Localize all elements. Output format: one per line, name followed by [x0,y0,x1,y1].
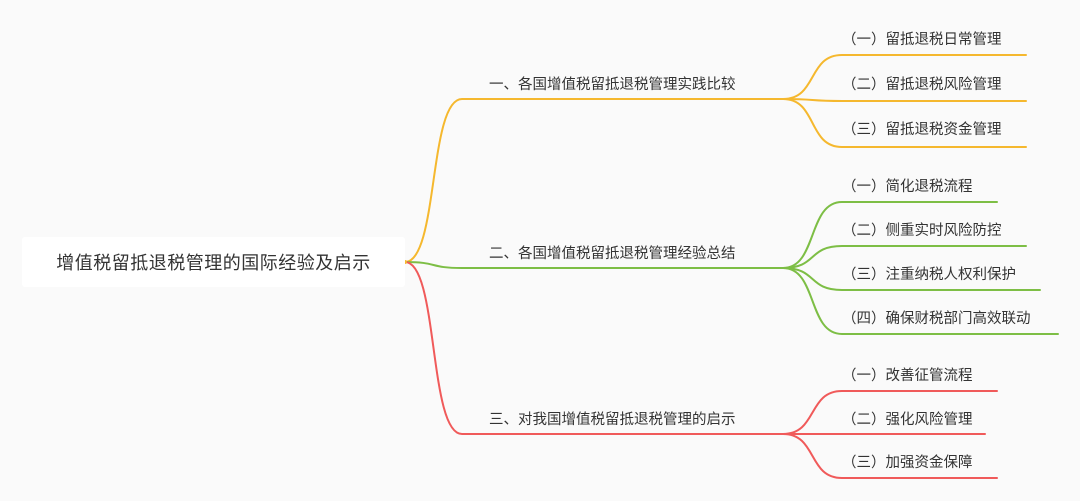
leaf-node-1-3[interactable]: （三）留抵退税资金管理 [842,120,1002,140]
leaf-node-2-1-label: （一）简化退税流程 [842,179,973,195]
leaf-node-3-3-label: （三）加强资金保障 [842,455,973,471]
leaf-node-1-1[interactable]: （一）留抵退税日常管理 [842,30,1002,50]
leaf-node-2-2-label: （二）侧重实时风险防控 [842,223,1002,239]
root-node-label: 增值税留抵退税管理的国际经验及启示 [56,253,371,274]
branch-node-3[interactable]: 三、对我国增值税留抵退税管理的启示 [489,410,736,430]
branch-node-2[interactable]: 二、各国增值税留抵退税管理经验总结 [489,244,736,264]
leaf-connector-1-3 [782,98,1027,148]
leaf-node-2-2[interactable]: （二）侧重实时风险防控 [842,221,1002,241]
leaf-node-2-4-label: （四）确保财税部门高效联动 [842,311,1031,327]
branch-node-1[interactable]: 一、各国增值税留抵退税管理实践比较 [489,75,736,95]
leaf-connector-2-3 [782,267,1041,291]
leaf-connector-1-1 [782,54,1027,100]
leaf-node-1-1-label: （一）留抵退税日常管理 [842,32,1002,48]
leaf-node-3-3[interactable]: （三）加强资金保障 [842,453,973,473]
branch-connector-1 [404,98,784,263]
branch-node-3-label: 三、对我国增值税留抵退税管理的启示 [489,412,736,428]
leaf-node-2-3-label: （三）注重纳税人权利保护 [842,267,1016,283]
leaf-node-3-2-label: （二）强化风险管理 [842,412,973,428]
branch-connector-2 [404,261,784,269]
branch-connector-3 [404,261,784,435]
leaf-connector-2-4 [782,267,1059,335]
leaf-connector-3-1 [782,390,998,435]
leaf-connector-2-1 [782,201,998,269]
leaf-connector-2-2 [782,245,1027,269]
leaf-node-1-2-label: （二）留抵退税风险管理 [842,77,1002,93]
leaf-node-2-4[interactable]: （四）确保财税部门高效联动 [842,309,1031,329]
leaf-node-3-1-label: （一）改善征管流程 [842,368,973,384]
branch-node-1-label: 一、各国增值税留抵退税管理实践比较 [489,77,736,93]
leaf-connector-1-2 [782,98,1027,102]
leaf-node-2-1[interactable]: （一）简化退税流程 [842,177,973,197]
leaf-node-1-2[interactable]: （二）留抵退税风险管理 [842,75,1002,95]
leaf-node-2-3[interactable]: （三）注重纳税人权利保护 [842,265,1016,285]
leaf-node-3-2[interactable]: （二）强化风险管理 [842,410,973,430]
leaf-node-1-3-label: （三）留抵退税资金管理 [842,122,1002,138]
root-node[interactable]: 增值税留抵退税管理的国际经验及启示 [22,237,405,287]
leaf-connector-3-3 [782,433,998,479]
leaf-node-3-1[interactable]: （一）改善征管流程 [842,366,973,386]
branch-node-2-label: 二、各国增值税留抵退税管理经验总结 [489,246,736,262]
